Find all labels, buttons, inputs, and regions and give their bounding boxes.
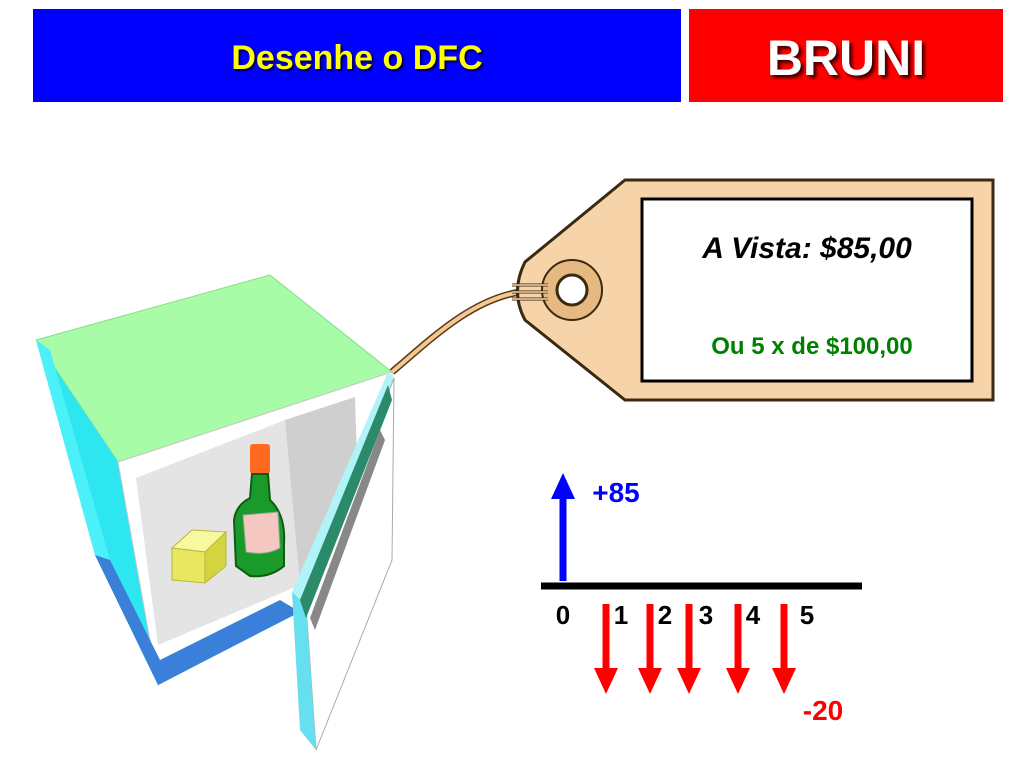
outflow-label: -20: [803, 695, 843, 726]
outflow-arrow-4: [726, 604, 750, 694]
fridge-icon: [35, 274, 395, 751]
fridge-door: [292, 372, 395, 751]
outflow-arrow-1: [594, 604, 618, 694]
installment-offer: Ou 5 x de $100,00: [711, 333, 912, 360]
period-label-3: 3: [699, 600, 713, 630]
period-label-4: 4: [746, 600, 761, 630]
price-tag: A Vista: $85,00 Ou 5 x de $100,00: [512, 178, 995, 402]
cash-price: A Vista: $85,00: [701, 232, 912, 265]
outflow-arrow-3: [677, 604, 701, 694]
inflow-label: +85: [592, 477, 640, 508]
brand-logo: BRUNI: [766, 30, 926, 86]
cheese-icon: [170, 529, 228, 585]
tag-string: [389, 288, 521, 375]
inflow-arrow-0: [551, 473, 575, 581]
outflow-arrow-2: [638, 604, 662, 694]
slide-title: Desenhe o DFC: [231, 39, 483, 77]
outflow-arrow-5: [772, 604, 796, 694]
period-label-1: 1: [614, 600, 628, 630]
brand-bar: BRUNI: [689, 9, 1003, 102]
period-label-2: 2: [658, 600, 672, 630]
title-bar: Desenhe o DFC: [33, 9, 681, 102]
bottle-icon: [232, 444, 286, 578]
period-label-5: 5: [800, 600, 814, 630]
period-label-0: 0: [556, 600, 570, 630]
